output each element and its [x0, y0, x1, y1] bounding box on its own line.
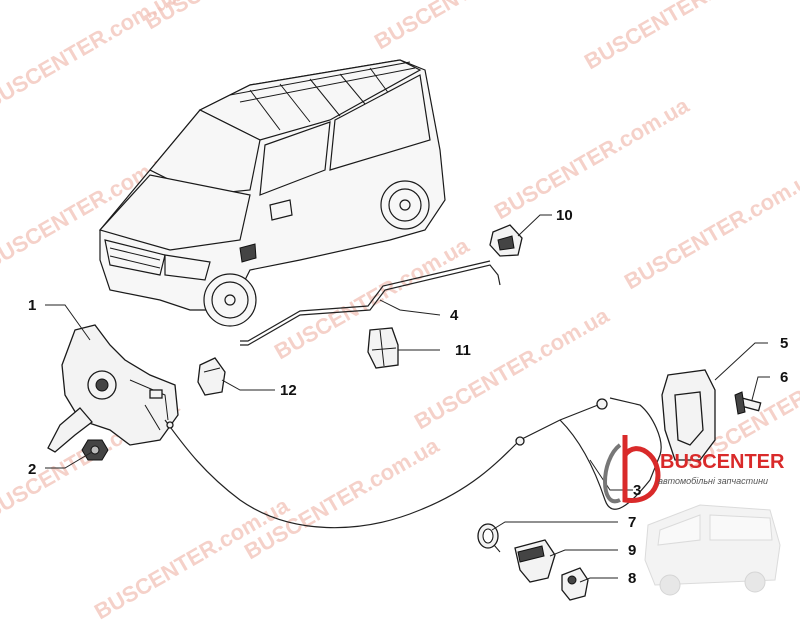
part-3-cable: [164, 397, 662, 529]
watermark: BUSCENTER.com.ua: [580, 0, 784, 74]
watermark: BUSCENTER.com.ua: [410, 302, 614, 434]
part-12-bushing: [197, 357, 226, 396]
part-10-clip: [489, 224, 523, 257]
vehicle-illustration: [98, 59, 446, 327]
logo-name: BUSCENTER: [660, 451, 785, 473]
callout-8: 8: [628, 570, 636, 587]
callout-9: 9: [628, 542, 636, 559]
callout-1: 1: [28, 297, 36, 314]
watermark: BUSCENTER.com.ua: [490, 92, 694, 224]
part-6-screw: [734, 391, 762, 415]
callout-2: 2: [28, 461, 36, 478]
logo-b-mark: [622, 435, 661, 503]
buscenter-logo: BUSCENTER автомобільні запчастини: [603, 435, 785, 596]
watermark: BUSCENTER.com.ua: [140, 0, 344, 34]
callout-4: 4: [450, 307, 459, 324]
callout-11: 11: [455, 342, 471, 359]
part-1-hood-lock: [47, 324, 179, 453]
logo-swoosh: [603, 443, 622, 504]
watermark: BUSCENTER.com.ua: [620, 162, 800, 294]
logo-tagline: автомобільні запчастини: [658, 476, 768, 486]
part-11-bracket: [367, 327, 399, 369]
callout-12: 12: [280, 382, 297, 399]
part-8-grommet: [561, 567, 589, 601]
callout-10: 10: [556, 207, 573, 224]
callout-6: 6: [780, 369, 788, 386]
part-5-release-handle: [661, 369, 716, 461]
watermark: BUSCENTER.com.ua: [370, 0, 574, 54]
callout-labels: 1 2 3 4 5 6 7 8 9 10 11 12: [28, 207, 788, 587]
part-7-clip-ring: [477, 523, 501, 553]
callout-3: 3: [633, 482, 641, 499]
part-2-nut: [81, 439, 109, 461]
part-4-release-rod: [240, 260, 501, 346]
callout-7: 7: [628, 514, 636, 531]
part-9-bracket: [514, 539, 556, 583]
logo-bus-image: [644, 504, 781, 596]
callout-5: 5: [780, 335, 788, 352]
